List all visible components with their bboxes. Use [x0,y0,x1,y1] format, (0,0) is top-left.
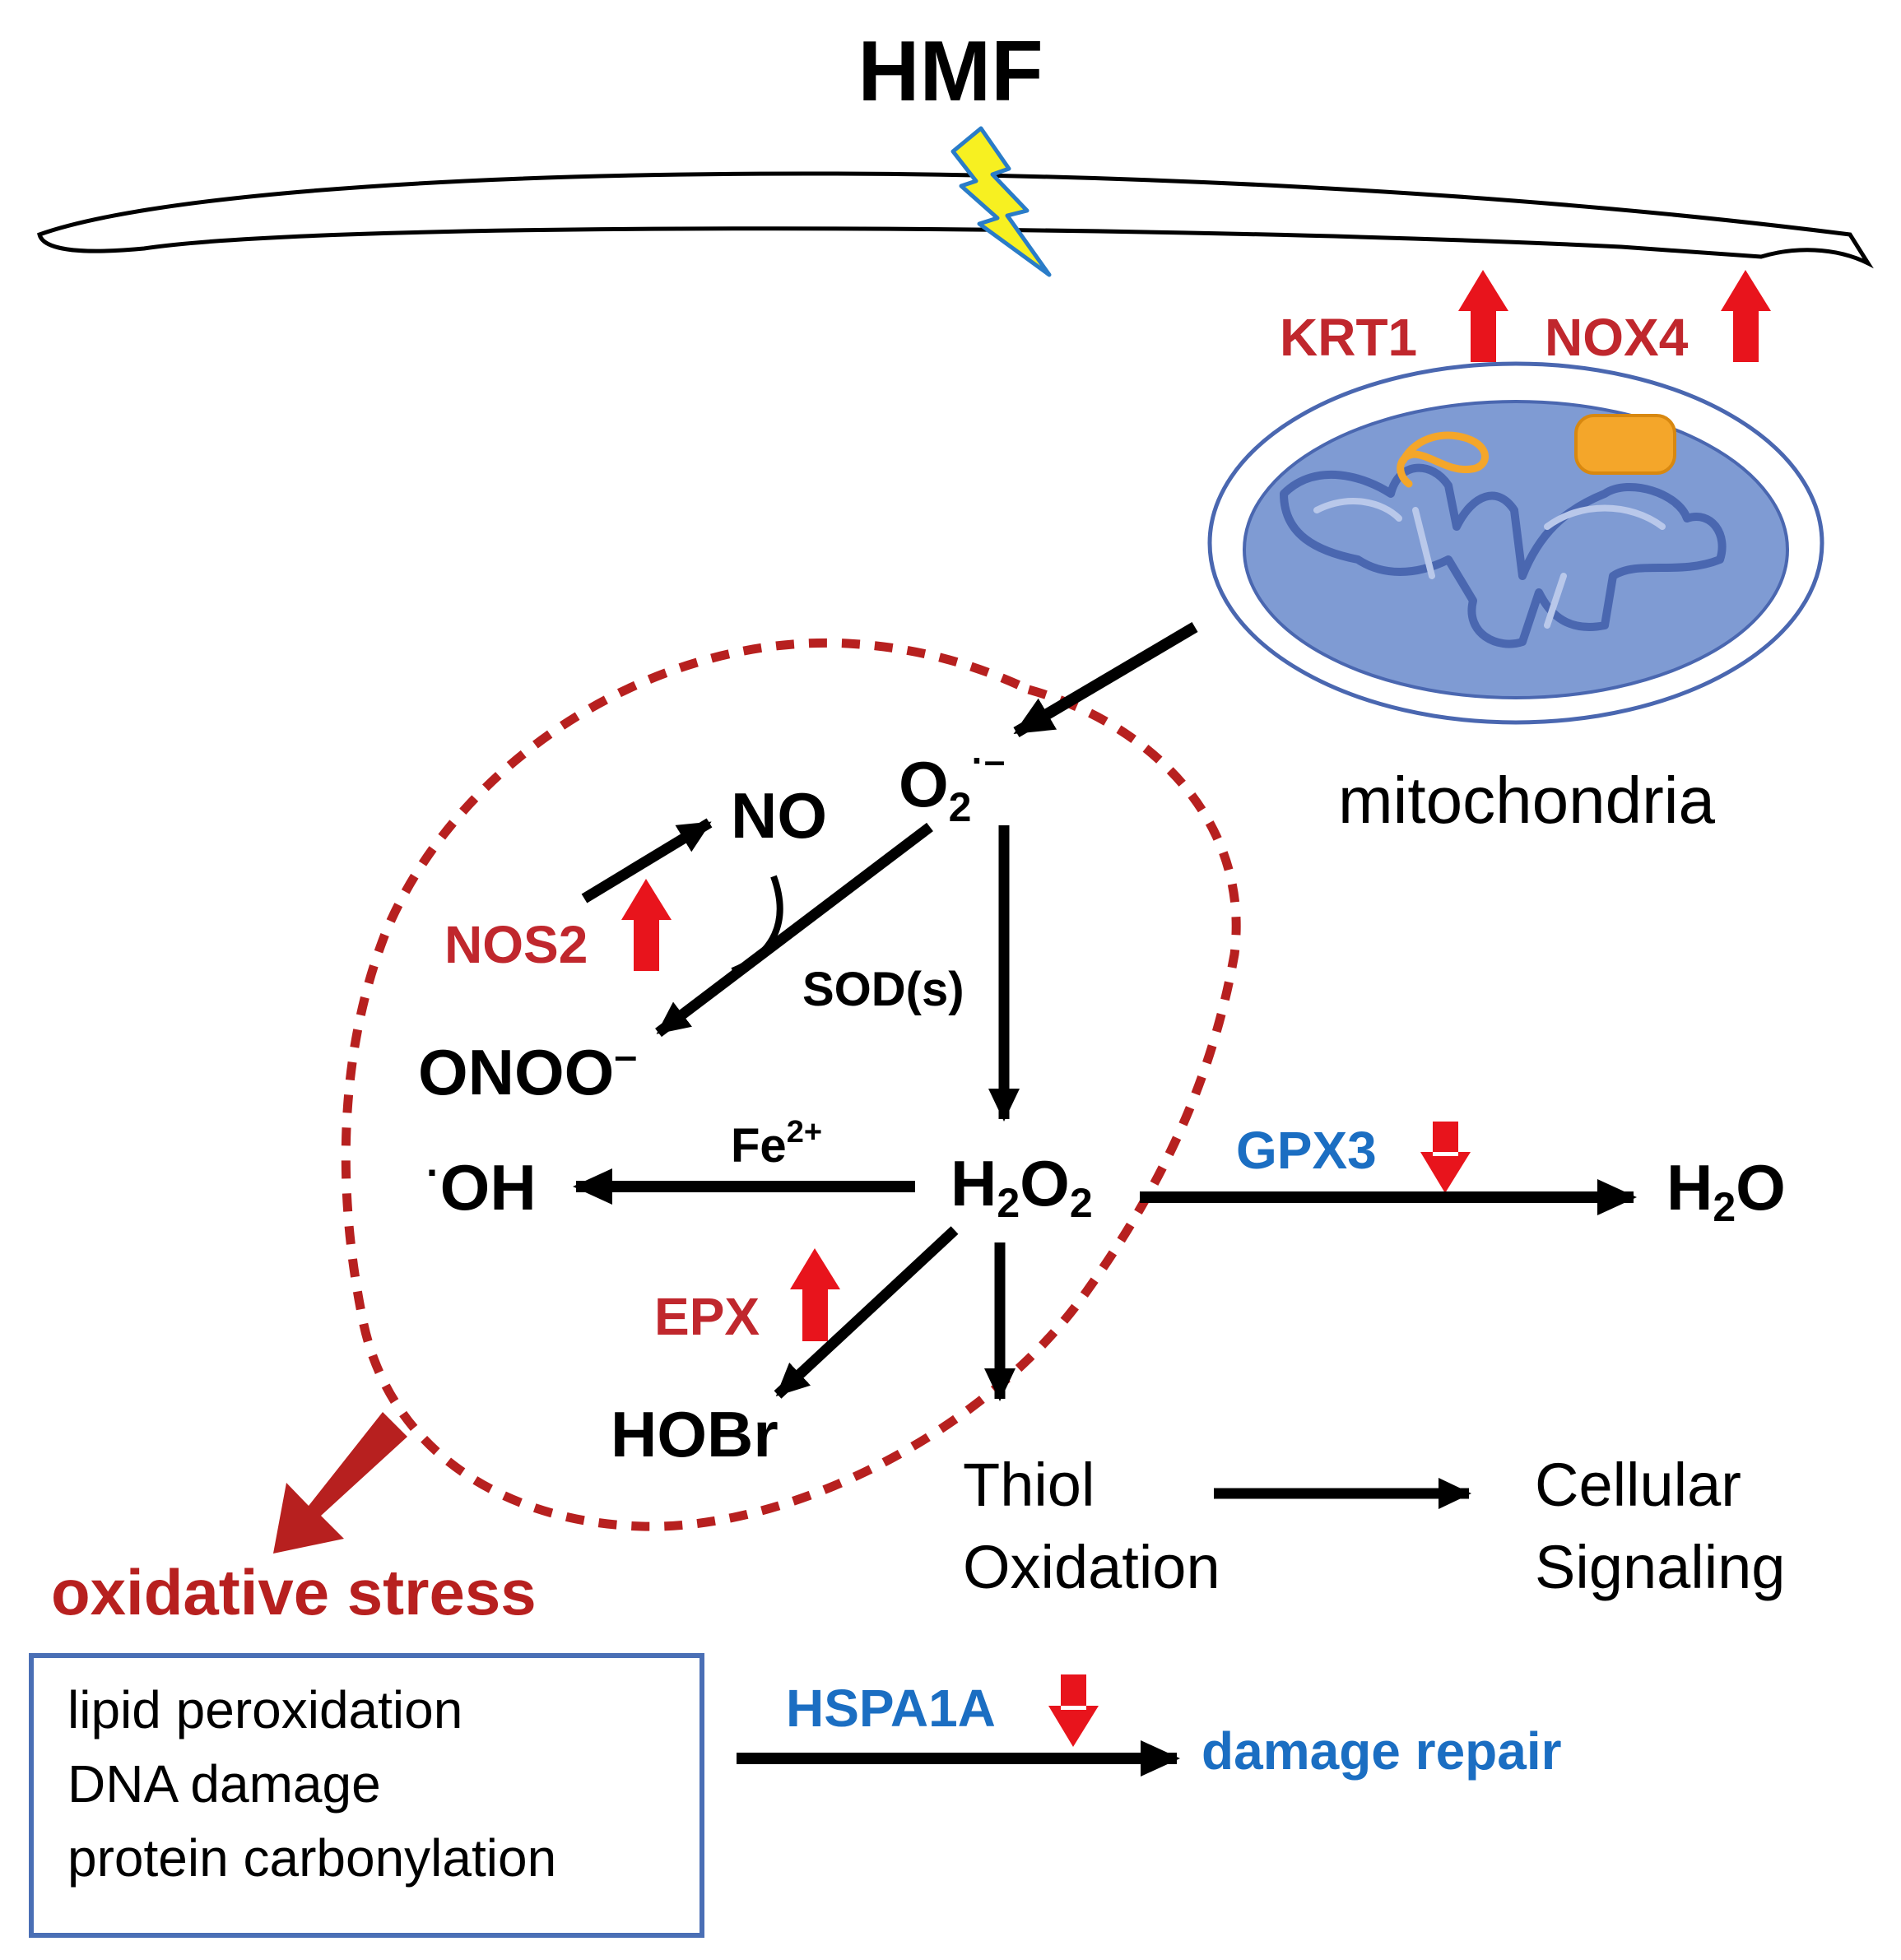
damage-item-lipid: lipid peroxidation [67,1680,462,1739]
oh-base: OH [440,1151,537,1224]
superoxide-base: O [899,748,949,820]
gene-hspa1a: HSPA1A [786,1679,996,1738]
onoo-sup: – [614,1033,637,1079]
h2o-sub: 2 [1713,1184,1736,1230]
enzyme-sod: SOD(s) [802,963,964,1016]
h2o2-sub1: 2 [997,1180,1020,1226]
damage-repair-label: damage repair [1201,1721,1562,1781]
nox4-up-arrow [1721,270,1771,362]
lightning-icon [950,126,1052,277]
gene-krt1: KRT1 [1280,308,1417,367]
species-onoo: ONOO– [418,1033,637,1108]
damage-box [29,1653,704,1938]
cellular-signaling-line2: Signaling [1535,1533,1785,1601]
h2o2-h: H [950,1147,997,1219]
h2o2-sub2: 2 [1070,1180,1093,1226]
fe-base: Fe [731,1119,787,1173]
gene-epx: EPX [654,1287,760,1346]
mitochondria-icon [1207,361,1824,725]
species-no: NO [731,779,827,852]
gene-nox4: NOX4 [1545,308,1689,367]
epx-up-arrow [790,1248,840,1341]
thiol-oxidation-line1: Thiol [963,1451,1095,1519]
title-hmf: HMF [858,24,1043,119]
krt1-up-arrow [1458,270,1508,362]
thiol-oxidation-line2: Oxidation [963,1533,1220,1601]
enzyme-fe: Fe2+ [731,1115,822,1173]
species-hobr: HOBr [611,1398,779,1470]
h2o-h: H [1666,1151,1713,1224]
oxidative-stress-label: oxidative stress [51,1556,537,1628]
cell-membrane [37,171,1874,269]
species-h2o: H2O [1666,1151,1786,1230]
damage-item-dna: DNA damage [67,1754,381,1814]
superoxide-sup: ·– [971,739,1005,782]
oh-dot: · [426,1150,440,1196]
species-superoxide: O2·– [899,739,1005,830]
ros-dashed-boundary [341,638,1241,1531]
nos2-to-no-arrow [581,818,713,903]
hspa1a-down-arrow [1048,1674,1099,1747]
svg-text:O2·–: O2·– [899,739,1005,830]
nos2-up-arrow [621,879,672,971]
h2o2-o: O [1020,1147,1070,1219]
superoxide-to-onoo-arrow [655,822,933,1038]
oxidative-stress-arrow [273,1412,407,1554]
species-h2o2: H2O2 [950,1147,1093,1226]
gpx3-down-arrow [1420,1122,1471,1193]
onoo-base: ONOO [418,1036,614,1108]
fe-sup: 2+ [787,1115,822,1150]
h2o2-to-hobr-arrow [774,1226,959,1399]
mitochondria-label: mitochondria [1338,764,1716,837]
no-joining-curve [731,875,783,974]
superoxide-sub: 2 [949,784,972,830]
species-oh: ·OH [426,1150,537,1224]
h2o-o: O [1736,1151,1786,1224]
mito-to-superoxide-arrow [1013,621,1198,738]
damage-item-protein: protein carbonylation [67,1828,556,1888]
gene-gpx3: GPX3 [1236,1121,1377,1180]
gene-nos2: NOS2 [444,915,588,974]
cellular-signaling-line1: Cellular [1535,1451,1741,1519]
